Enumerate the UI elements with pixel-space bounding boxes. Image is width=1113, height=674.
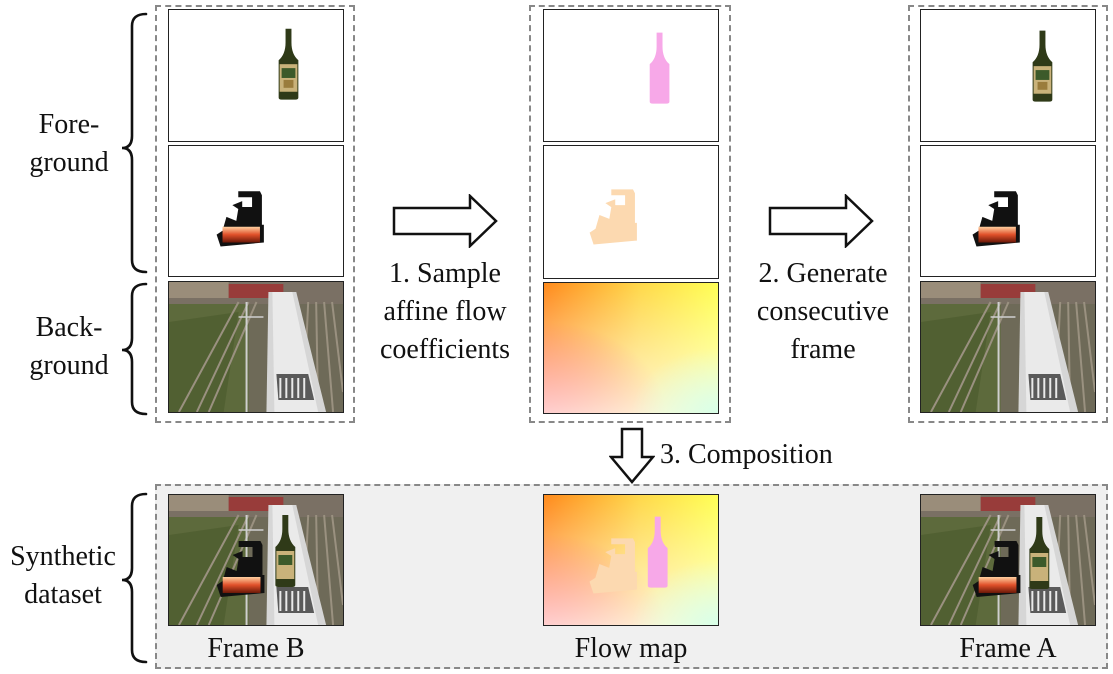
down-arrow-icon (609, 427, 655, 484)
background-frame (168, 281, 344, 413)
step2-line1: 2. Generate (758, 258, 888, 289)
step1-label: 1. Sample affine flow coefficients (360, 255, 530, 369)
flow-map-caption: Flow map (574, 633, 688, 664)
frame-a-caption: Frame A (959, 633, 1057, 664)
frame-b-caption: Frame B (207, 633, 305, 664)
right-arrow-icon (392, 194, 498, 248)
synthetic-label-line1: Synthetic (10, 541, 116, 572)
bottle-object (278, 28, 299, 100)
step1-line1: 1. Sample (389, 258, 501, 289)
machine-object (216, 191, 264, 247)
machine-flow-frame (543, 145, 719, 279)
background-label-line1: Back- (35, 312, 103, 343)
foreground-label-line1: Fore- (38, 109, 100, 140)
background-label: Back- ground (14, 309, 124, 385)
background-flow-frame (543, 282, 719, 414)
step3-label: 3. Composition (660, 439, 833, 470)
bottle-flow-object (649, 32, 670, 104)
frame-a-image (920, 494, 1096, 626)
input-group-box (155, 5, 355, 423)
flow-map-image (543, 494, 719, 626)
foreground-label-line2: ground (29, 147, 109, 178)
bottle-flow-frame (543, 9, 719, 142)
step2-line3: frame (790, 334, 856, 365)
synthetic-label-line2: dataset (24, 579, 102, 610)
flow-group-box (529, 5, 731, 423)
foreground-bottle-frame (168, 9, 344, 142)
background-label-line2: ground (29, 350, 109, 381)
step2-line2: consecutive (756, 296, 890, 327)
foreground-label: Fore- ground (14, 106, 124, 182)
output-group-box (908, 5, 1108, 423)
moved-machine-frame (920, 145, 1096, 277)
foreground-machine-frame (168, 145, 344, 277)
machine-object (972, 191, 1020, 247)
moved-background-frame (920, 281, 1096, 413)
bottle-object (1032, 30, 1053, 102)
moved-bottle-frame (920, 9, 1096, 142)
synthetic-label: Synthetic dataset (0, 538, 126, 614)
step1-line3: coefficients (379, 334, 511, 365)
step2-label: 2. Generate consecutive frame (738, 255, 908, 369)
step1-line2: affine flow (383, 296, 507, 327)
machine-flow-object (589, 189, 637, 245)
right-arrow-icon (768, 194, 874, 248)
brace-icon (121, 12, 148, 664)
frame-b-image (168, 494, 344, 626)
